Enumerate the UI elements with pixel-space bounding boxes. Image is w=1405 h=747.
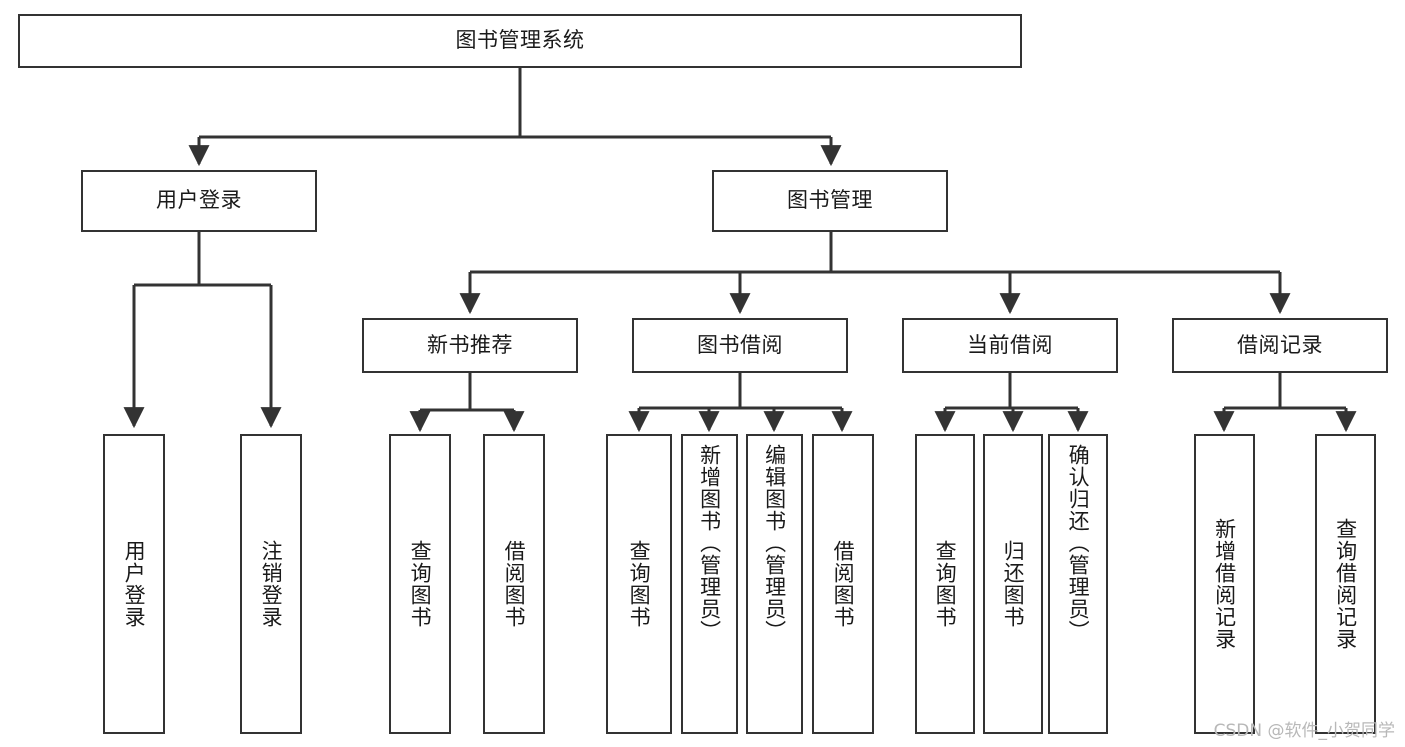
node-leaf-user-login[interactable]: 用户登录 — [103, 434, 165, 734]
node-leaf-add-book[interactable]: 新增图书（管理员） — [681, 434, 738, 734]
node-label: 注销登录 — [259, 540, 284, 628]
node-leaf-borrow-book[interactable]: 借阅图书 — [812, 434, 874, 734]
node-leaf-return-book[interactable]: 归还图书 — [983, 434, 1043, 734]
node-label: 编辑图书（管理员） — [762, 444, 787, 642]
node-label: 确认归还（管理员） — [1066, 444, 1091, 642]
node-label: 用户登录 — [156, 188, 242, 213]
node-borrow-record[interactable]: 借阅记录 — [1172, 318, 1388, 373]
node-label: 查询借阅记录 — [1333, 518, 1358, 650]
node-label: 借阅图书 — [831, 540, 856, 628]
node-leaf-query-book-recommend[interactable]: 查询图书 — [389, 434, 451, 734]
node-leaf-query-borrow-record[interactable]: 查询借阅记录 — [1315, 434, 1376, 734]
node-label: 新书推荐 — [427, 332, 513, 357]
node-leaf-add-borrow-record[interactable]: 新增借阅记录 — [1194, 434, 1255, 734]
node-user-login[interactable]: 用户登录 — [81, 170, 317, 232]
node-label: 查询图书 — [627, 540, 652, 628]
node-label: 借阅图书 — [502, 540, 527, 628]
node-label: 图书管理 — [787, 188, 873, 213]
node-label: 新增图书（管理员） — [697, 444, 722, 642]
node-label: 图书借阅 — [697, 332, 783, 357]
node-leaf-borrow-book-recommend[interactable]: 借阅图书 — [483, 434, 545, 734]
node-leaf-logout[interactable]: 注销登录 — [240, 434, 302, 734]
node-label: 查询图书 — [408, 540, 433, 628]
node-current-borrow[interactable]: 当前借阅 — [902, 318, 1118, 373]
node-label: 图书管理系统 — [455, 28, 585, 53]
node-leaf-query-book-borrow[interactable]: 查询图书 — [606, 434, 672, 734]
node-book-borrow[interactable]: 图书借阅 — [632, 318, 848, 373]
node-label: 归还图书 — [1001, 540, 1026, 628]
node-label: 用户登录 — [122, 540, 147, 628]
node-leaf-confirm-return[interactable]: 确认归还（管理员） — [1048, 434, 1108, 734]
node-label: 当前借阅 — [967, 332, 1053, 357]
node-leaf-edit-book[interactable]: 编辑图书（管理员） — [746, 434, 803, 734]
node-label: 借阅记录 — [1237, 332, 1323, 357]
node-root-book-management-system[interactable]: 图书管理系统 — [18, 14, 1022, 68]
node-new-book-recommend[interactable]: 新书推荐 — [362, 318, 578, 373]
node-book-management[interactable]: 图书管理 — [712, 170, 948, 232]
node-label: 查询图书 — [933, 540, 958, 628]
node-label: 新增借阅记录 — [1212, 518, 1237, 650]
node-leaf-query-book-current[interactable]: 查询图书 — [915, 434, 975, 734]
